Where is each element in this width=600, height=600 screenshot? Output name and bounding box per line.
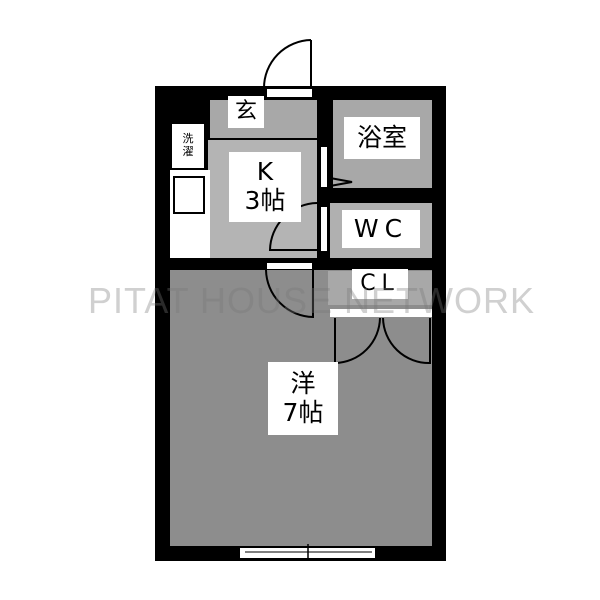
kitchen-door-slot bbox=[266, 262, 313, 270]
closet-shelf bbox=[330, 309, 432, 317]
western-size: 7帖 bbox=[282, 397, 324, 427]
kitchen-size: 3帖 bbox=[244, 186, 286, 215]
western-label: 洋 7帖 bbox=[268, 362, 338, 435]
entrance-door-icon bbox=[263, 39, 312, 89]
kitchen-label: K 3帖 bbox=[229, 152, 301, 222]
bath-door-slot bbox=[320, 146, 328, 188]
closet-label: CL bbox=[352, 269, 408, 299]
entrance-label: 玄 bbox=[228, 96, 264, 128]
closet-left-door-icon bbox=[334, 317, 381, 365]
western-name: 洋 bbox=[290, 368, 316, 398]
kitchen-door-icon bbox=[265, 269, 314, 319]
sink-basin bbox=[173, 176, 205, 214]
toilet-label: WC bbox=[342, 210, 420, 248]
laundry-text: 洗濯 bbox=[182, 132, 194, 158]
kitchen-name: K bbox=[256, 157, 274, 187]
laundry-label: 洗濯 bbox=[174, 126, 202, 166]
entrance-door-slot bbox=[266, 88, 313, 98]
watermark: PITAT HOUSE NETWORK bbox=[88, 280, 536, 321]
closet-right-door-icon bbox=[382, 317, 431, 365]
bath-label: 浴室 bbox=[344, 117, 420, 159]
wc-door-slot bbox=[320, 206, 328, 252]
bath-door-arrow-icon bbox=[329, 177, 353, 187]
